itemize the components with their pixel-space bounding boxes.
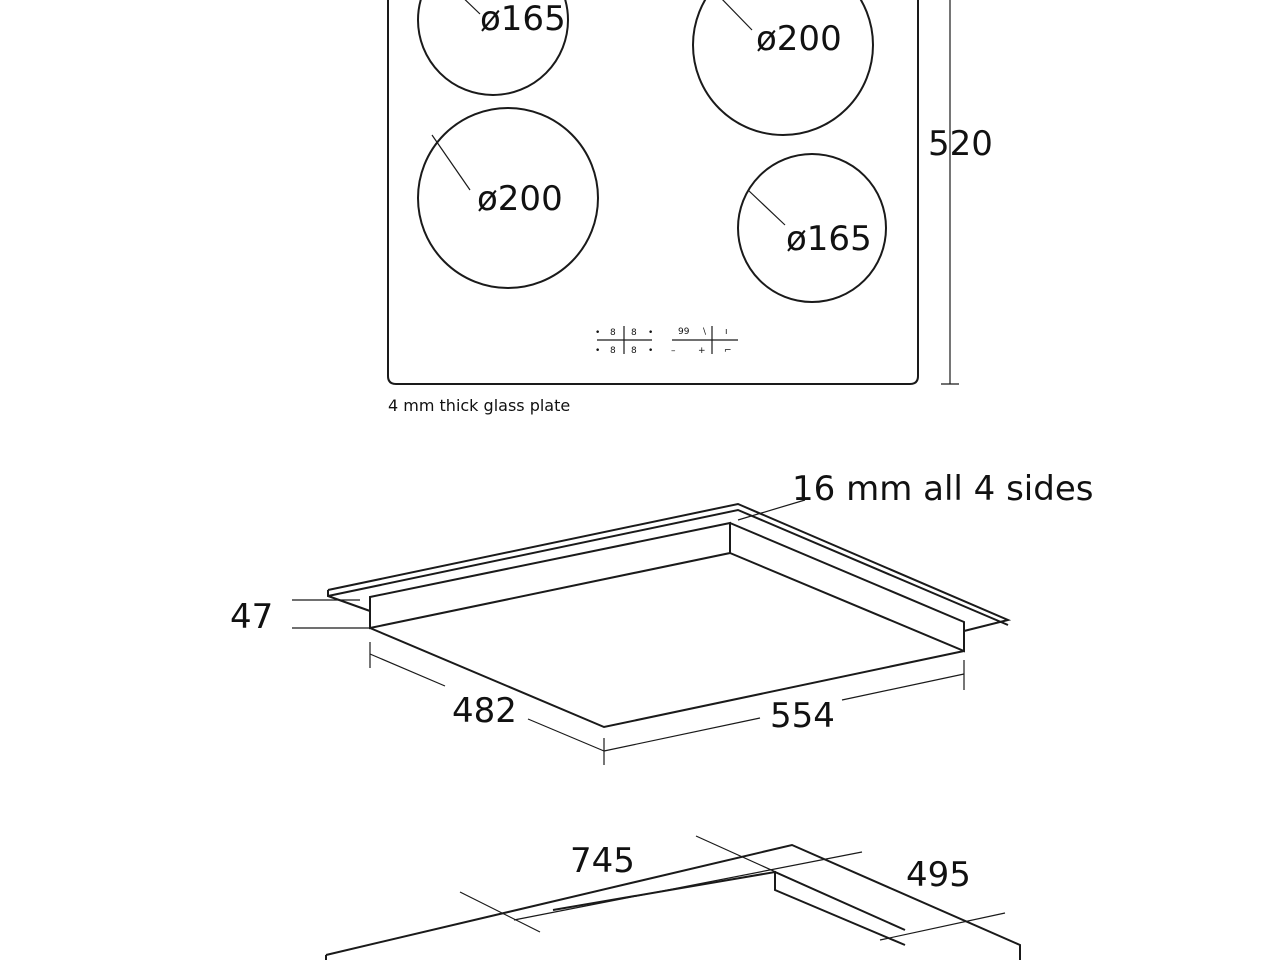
hob-body-right (729, 522, 965, 653)
cutout-width-label: 745 (570, 841, 635, 881)
display-glyph: ı (725, 327, 728, 337)
cooking-zone-rear-right (692, 0, 874, 136)
zone-leader-line (722, 0, 753, 31)
cutout-view: 745 495 (325, 835, 1021, 960)
display-glyph: • (595, 328, 600, 338)
worktop-outline (325, 843, 1021, 960)
cutout-depth-label: 495 (906, 855, 971, 895)
zone-label-front-right: ø165 (786, 219, 872, 259)
display-glyph: 8 (610, 328, 616, 338)
zone-label-rear-left: ø165 (480, 0, 566, 39)
zone-leader-line (464, 0, 481, 15)
display-glyph: • (595, 346, 600, 356)
display-glyph: 8 (631, 346, 637, 356)
isometric-view: 16 mm all 4 sides 47 482 554 (230, 469, 1093, 765)
display-glyph: • (648, 328, 653, 338)
height-dimension-label: 520 (928, 124, 993, 164)
side-dimension-line (369, 653, 446, 687)
display-glyph: 99 (678, 327, 690, 337)
zone-leader-line (431, 134, 471, 191)
display-glyph: ⌐ (724, 346, 732, 356)
display-glyph: 8 (631, 328, 637, 338)
front-dimension-label: 554 (770, 696, 835, 736)
side-dimension-label: 482 (452, 691, 517, 731)
glass-plate-outline (387, 0, 919, 385)
cooking-zone-front-left (417, 107, 599, 289)
display-glyph: \ (703, 327, 707, 337)
glass-top-plate (327, 502, 1012, 632)
width-dimension-line (513, 851, 863, 921)
display-glyph: 8 (610, 346, 616, 356)
display-glyph: • (648, 346, 653, 356)
hob-body-bottom (369, 627, 965, 729)
control-display: • 8 8 • 99 \ ı • 8 8 • – + ⌐ (595, 326, 738, 356)
depth-dimension-line (879, 912, 1006, 941)
display-glyph: + (698, 346, 706, 356)
edge-note-leader (737, 499, 806, 521)
depth-dimension-label: 47 (230, 597, 273, 637)
top-view: ø165 ø200 ø200 ø165 • 8 8 • 99 \ ı • 8 8… (387, 0, 993, 415)
glass-thickness-note: 4 mm thick glass plate (388, 396, 570, 415)
cooking-zone-rear-left (417, 0, 569, 96)
front-dimension-line (603, 717, 761, 752)
zone-label-rear-right: ø200 (756, 19, 842, 59)
cutout-extension-line (459, 891, 541, 933)
zone-label-front-left: ø200 (477, 179, 563, 219)
side-dimension-line (527, 718, 605, 752)
edge-overhang-note: 16 mm all 4 sides (792, 469, 1093, 509)
display-glyph: – (671, 346, 676, 356)
cooking-zone-front-right (737, 153, 887, 303)
cutout-extension-line (695, 835, 861, 911)
front-dimension-line (841, 673, 965, 701)
cutout-opening (552, 870, 906, 946)
zone-leader-line (747, 189, 786, 226)
